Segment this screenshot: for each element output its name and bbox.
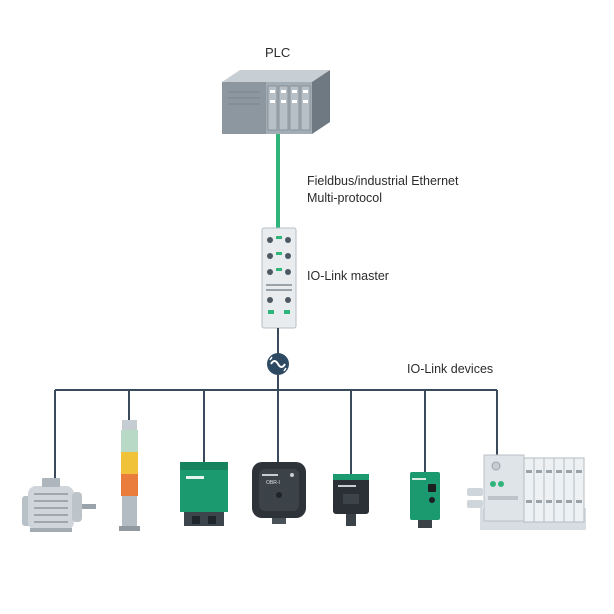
rfid-reader-label: OBR-I: [266, 480, 280, 486]
small-sensor-icon: [410, 472, 440, 528]
io-link-master-label: IO-Link master: [307, 269, 389, 283]
io-link-master-icon: [261, 227, 297, 329]
electric-motor-icon: [22, 478, 96, 532]
fieldbus-label: Fieldbus/industrial Ethernet: [307, 174, 459, 188]
photoelectric-sensor-icon: [333, 474, 369, 526]
protocol-label: Multi-protocol: [307, 191, 383, 205]
plc-label: PLC: [265, 45, 291, 60]
io-link-symbol-icon: [267, 353, 289, 375]
rfid-reader-icon: OBR-I: [252, 462, 306, 524]
signal-tower-icon: [119, 420, 140, 531]
inductive-sensor-icon: [180, 462, 228, 526]
valve-terminal-icon: [467, 454, 586, 530]
io-link-devices-label: IO-Link devices: [407, 362, 494, 376]
plc-icon: [222, 70, 330, 134]
device-drops: [54, 390, 498, 490]
